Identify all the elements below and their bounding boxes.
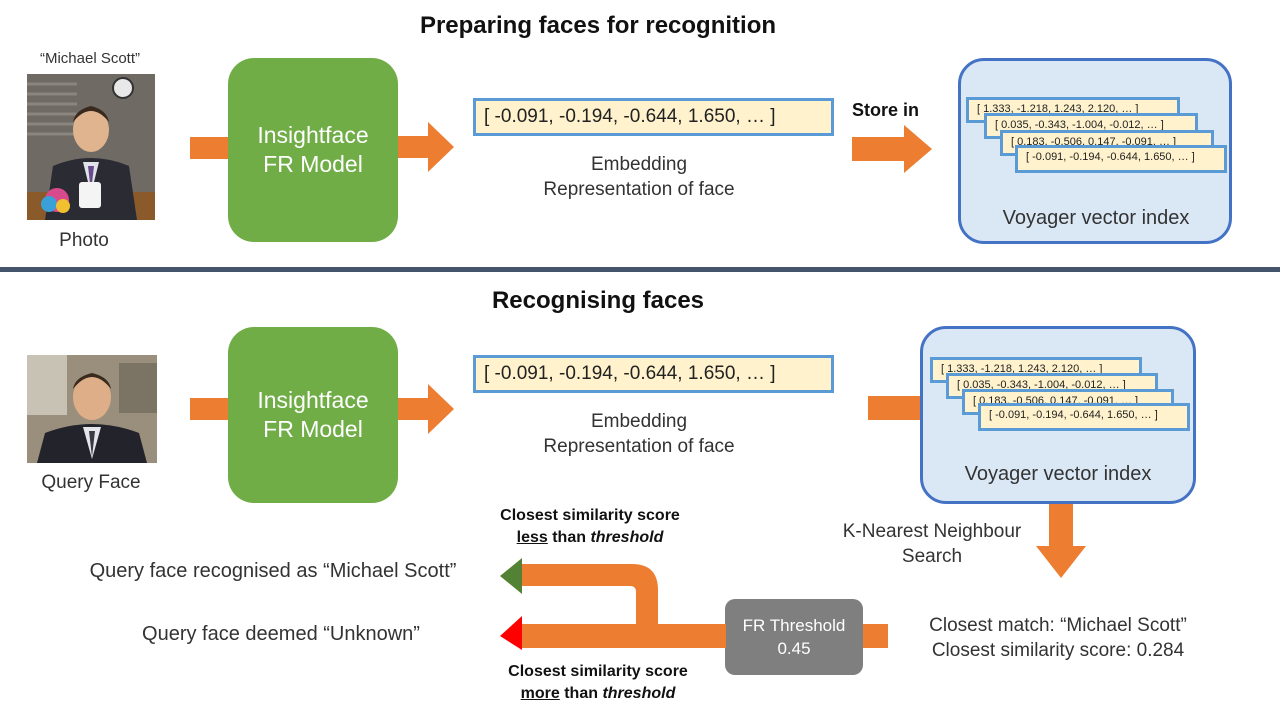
recognised-label: Query face recognised as “Michael Scott”: [89, 560, 457, 582]
arrow-vector-to-index: [868, 396, 920, 420]
less-than-threshold-label: Closest similarity score less than thres…: [470, 505, 710, 549]
fr-model-line2: FR Model: [263, 416, 363, 442]
arrow-query-to-model: [190, 398, 230, 420]
knn-label: K-Nearest Neighbour Search: [812, 519, 1052, 569]
more-term: threshold: [602, 685, 676, 702]
branch-arrows: [500, 558, 726, 650]
embedding-vector-top: [ -0.091, -0.194, -0.644, 1.650, … ]: [473, 98, 834, 136]
recognised-arrow-tip: [500, 558, 522, 594]
unknown-arrow-tip: [500, 616, 522, 650]
query-face-caption: Query Face: [41, 472, 141, 493]
arrow-store-to-index: [852, 125, 932, 173]
index-card: [ -0.091, -0.194, -0.644, 1.650, … ]: [978, 403, 1190, 431]
fr-model-line1: Insightface: [257, 122, 369, 148]
arrow-match-to-threshold: [862, 624, 888, 648]
threshold-line2: 0.45: [777, 639, 811, 658]
fr-model-line2: FR Model: [263, 151, 363, 177]
fr-model-line1: Insightface: [257, 387, 369, 413]
embedding-vector-bottom: [ -0.091, -0.194, -0.644, 1.650, … ]: [473, 355, 834, 393]
embedding-label-bottom: Embedding Representation of face: [488, 409, 790, 459]
arrow-photo-to-model: [190, 137, 230, 159]
knn-line2: Search: [901, 546, 963, 567]
less-term: threshold: [590, 529, 664, 546]
fr-model-box-top: Insightface FR Model: [228, 58, 398, 242]
photo-caption-name: “Michael Scott”: [39, 50, 141, 67]
query-face-photo: [27, 355, 157, 463]
more-word: more: [520, 685, 560, 702]
match-line1: Closest match: “Michael Scott”: [929, 615, 1187, 636]
fr-threshold-box: FR Threshold 0.45: [725, 599, 863, 675]
match-line2: Closest similarity score: 0.284: [931, 640, 1185, 661]
arrow-index-down: [1036, 504, 1086, 578]
index-label-bottom: Voyager vector index: [964, 463, 1152, 485]
arrow-model-to-vector: [398, 122, 454, 172]
index-label-top: Voyager vector index: [1002, 207, 1190, 229]
embedding-line2: Representation of face: [543, 436, 735, 457]
embedding-line1: Embedding: [590, 411, 688, 432]
more-line1: Closest similarity score: [508, 663, 688, 680]
closest-match-label: Closest match: “Michael Scott” Closest s…: [888, 613, 1228, 663]
arrow-model-to-vector-bottom: [398, 384, 454, 434]
top-title: Preparing faces for recognition: [419, 12, 777, 39]
index-card: [ -0.091, -0.194, -0.644, 1.650, … ]: [1015, 145, 1227, 173]
bottom-title: Recognising faces: [491, 287, 705, 314]
embedding-label-top: Embedding Representation of face: [488, 152, 790, 202]
threshold-line1: FR Threshold: [742, 616, 846, 635]
fr-model-box-bottom: Insightface FR Model: [228, 327, 398, 503]
less-word: less: [516, 529, 548, 546]
more-mid: than: [559, 685, 603, 702]
knn-line1: K-Nearest Neighbour: [842, 521, 1022, 542]
embedding-line2: Representation of face: [543, 179, 735, 200]
photo-caption: Photo: [59, 230, 109, 251]
section-divider: [0, 267, 1280, 272]
more-than-threshold-label: Closest similarity score more than thres…: [478, 661, 718, 705]
embedding-line1: Embedding: [590, 154, 688, 175]
michael-scott-photo: [27, 74, 155, 220]
less-mid: than: [547, 529, 591, 546]
unknown-label: Query face deemed “Unknown”: [142, 623, 420, 645]
store-in-label: Store in: [852, 100, 920, 120]
less-line1: Closest similarity score: [500, 507, 680, 524]
